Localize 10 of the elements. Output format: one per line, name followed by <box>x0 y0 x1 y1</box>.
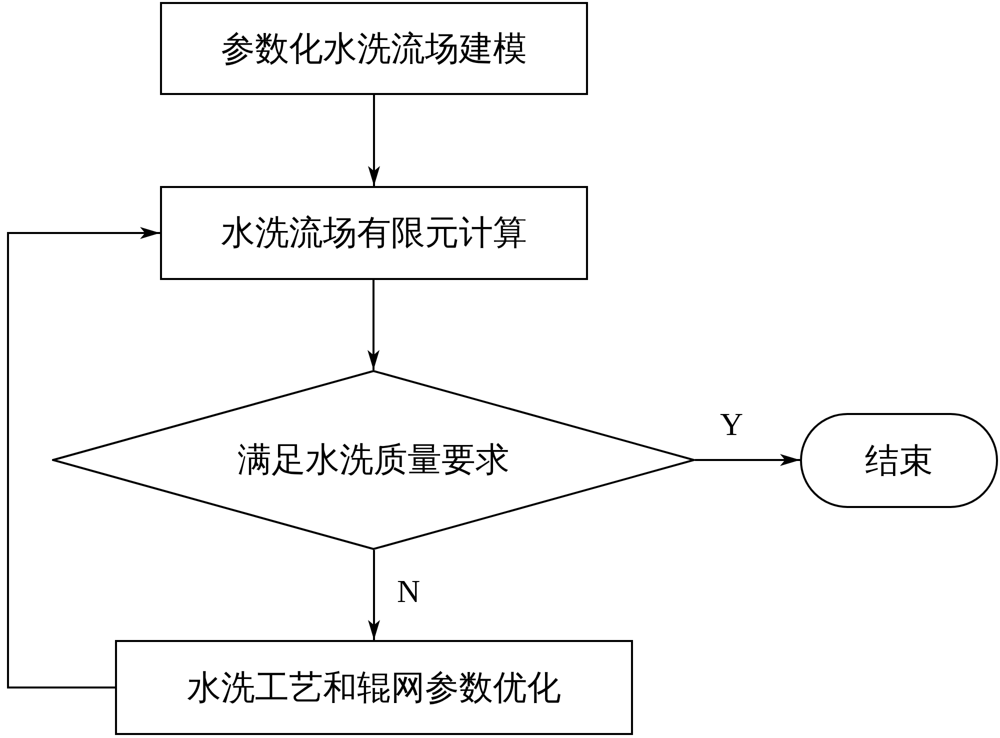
process-box: 水洗工艺和辊网参数优化 <box>115 640 633 735</box>
decision-diamond: 满足水洗质量要求 <box>52 370 695 550</box>
arrow <box>368 550 380 640</box>
arrow <box>695 454 800 466</box>
terminal-box: 结束 <box>800 413 998 508</box>
process-box: 参数化水洗流场建模 <box>160 2 588 95</box>
process-box: 水洗流场有限元计算 <box>160 186 588 280</box>
arrow <box>368 95 380 186</box>
arrow <box>7 227 160 688</box>
arrow <box>368 280 380 370</box>
